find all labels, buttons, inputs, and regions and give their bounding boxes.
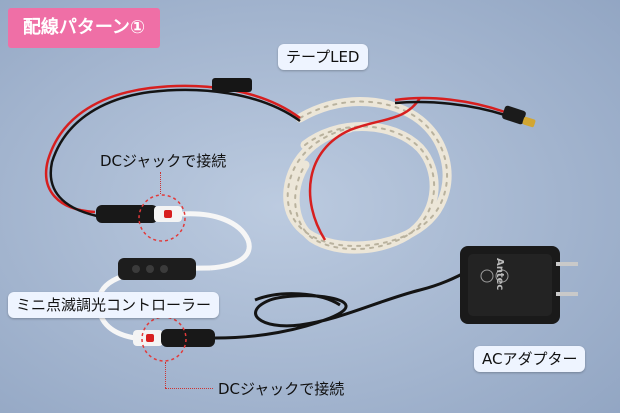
dc-jack-bottom-label: DCジャックで接続 [218,380,345,398]
dc-jack-top-leader [160,172,162,194]
ac-adapter [460,246,578,324]
dc-plug-strip-end [502,105,536,128]
black-cable-adapter [214,268,471,340]
red-wire-coil [308,97,422,241]
dc-jack-lower [133,329,215,347]
page-title: 配線パターン① [8,8,160,48]
ac-adapter-label: ACアダプター [474,346,586,372]
dc-jack-bottom-leader-h [165,388,213,390]
strip-connector-pad [212,78,252,92]
adapter-brand-text: Antec [494,258,505,291]
controller-label: ミニ点滅調光コントローラー [8,292,220,318]
red-wire-to-plug [394,96,506,114]
dc-jack-top-label: DCジャックで接続 [100,152,227,170]
tape-led-label: テープLED [278,44,368,70]
dc-jack-bottom-leader [165,362,167,388]
black-wire-to-plug [394,100,506,117]
highlight-circle-upper [138,194,186,242]
dc-jack-upper [96,205,252,271]
cable-loop [254,292,341,307]
black-wire-upper [49,88,301,218]
